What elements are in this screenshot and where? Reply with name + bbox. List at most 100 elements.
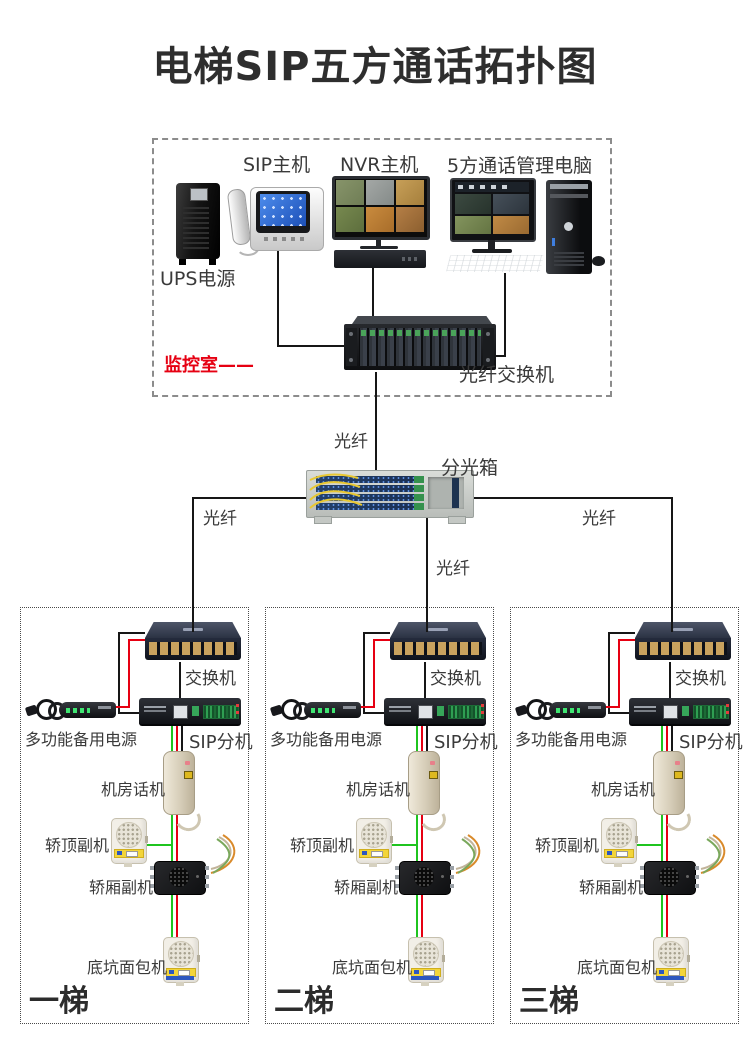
switch-label: 交换机: [185, 669, 236, 689]
power-line: [111, 706, 128, 708]
car-cabin-intercom-device: [395, 861, 459, 897]
speaker-grille: [361, 822, 387, 848]
signal-line: [416, 895, 418, 939]
machine-room-phone-device: [404, 751, 450, 834]
section-name: 三梯: [519, 984, 579, 1019]
nvr-label: NVR主机: [340, 154, 419, 176]
section-name: 二梯: [274, 984, 334, 1019]
pit-intercom-device: [408, 937, 446, 987]
car-top-speaker-device: [356, 818, 394, 868]
lan-line: [118, 632, 145, 634]
car-top-label: 轿顶副机: [290, 836, 355, 855]
lan-line: [424, 662, 426, 700]
fiber-line-left: [193, 497, 307, 499]
rj45-port: [663, 705, 678, 719]
car-cabin-label: 轿厢副机: [334, 878, 399, 897]
fiber-label-top: 光纤: [334, 432, 368, 452]
backup-power-label: 多功能备用电源: [270, 730, 383, 749]
pit-label: 底坑面包机: [87, 958, 168, 977]
ups-display: [190, 188, 208, 201]
monitoring-room-box: [152, 138, 612, 397]
lan-line: [179, 662, 181, 700]
speaker-grille: [168, 941, 194, 967]
lan-line: [363, 632, 365, 714]
nvr-line: [372, 256, 374, 332]
ethernet-switch-device: [635, 622, 731, 662]
machine-phone-label: 机房话机: [101, 780, 166, 799]
sip-extension-device: [384, 698, 486, 726]
mouse: [592, 256, 605, 266]
lan-line: [363, 712, 384, 714]
nvr-recorder: [334, 250, 426, 268]
fiber-switch-label: 光纤交换机: [459, 364, 555, 386]
management-pc-device: [445, 176, 606, 276]
lan-line: [608, 712, 629, 714]
switch-ports: [394, 642, 482, 655]
signal-line: [392, 844, 418, 846]
sip-extension-label: SIP分机: [679, 732, 743, 753]
cabin-wire-loop: [210, 834, 236, 874]
car-top-label: 轿顶副机: [535, 836, 600, 855]
speaker-grille: [413, 941, 439, 967]
sip-extension-device: [139, 698, 241, 726]
signal-line: [637, 844, 663, 846]
pit-label: 底坑面包机: [332, 958, 413, 977]
car-top-speaker-device: [601, 818, 639, 868]
elevator-section-1: 交换机 多功能备用电源 SIP分机 机房话机 轿顶副机 轿厢副机: [20, 607, 253, 1024]
fiber-drop-mid: [426, 514, 428, 632]
ethernet-switch-device: [390, 622, 486, 662]
power-line: [666, 895, 668, 939]
pc-line: [504, 273, 506, 357]
machine-room-phone-device: [649, 751, 695, 834]
lan-line: [118, 632, 120, 714]
power-line: [128, 639, 130, 708]
splitter-box-device: [306, 468, 474, 524]
sip-extension-label: SIP分机: [434, 732, 498, 753]
fiber-line-top: [375, 372, 377, 470]
car-cabin-label: 轿厢副机: [579, 878, 644, 897]
pit-intercom-device: [653, 937, 691, 987]
nvr-device: [332, 176, 430, 270]
fiber-switch-rack-device: [344, 316, 500, 374]
switch-label: 交换机: [430, 669, 481, 689]
speaker-grille: [658, 941, 684, 967]
lan-line: [426, 724, 428, 753]
power-line: [421, 895, 423, 939]
car-cabin-label: 轿厢副机: [89, 878, 154, 897]
rj45-port: [173, 705, 188, 719]
backup-power-label: 多功能备用电源: [515, 730, 628, 749]
pit-intercom-device: [163, 937, 201, 987]
speaker-grille: [414, 867, 434, 887]
machine-room-phone-device: [159, 751, 205, 834]
backup-power-device: [514, 694, 608, 724]
lan-line: [363, 632, 390, 634]
ups-vents: [183, 207, 209, 251]
sip-extension-label: SIP分机: [189, 732, 253, 753]
lan-line: [669, 662, 671, 700]
car-top-speaker-device: [111, 818, 149, 868]
power-line: [373, 639, 375, 708]
fiber-jumpers: [309, 473, 363, 509]
sip-extension-device: [629, 698, 731, 726]
ethernet-switch-device: [145, 622, 241, 662]
splitter-label: 分光箱: [441, 457, 499, 479]
signal-line: [171, 895, 173, 939]
lan-line: [118, 712, 139, 714]
backup-power-device: [24, 694, 118, 724]
power-line: [128, 639, 145, 641]
ups-label: UPS电源: [160, 268, 236, 290]
monitoring-room-label: 监控室——: [164, 355, 254, 376]
fiber-line-right: [472, 497, 673, 499]
speaker-grille: [169, 867, 189, 887]
rj45-port: [418, 705, 433, 719]
switch-ports: [149, 642, 237, 655]
machine-phone-label: 机房话机: [346, 780, 411, 799]
fiber-drop-left: [192, 497, 194, 632]
fiber-label-left: 光纤: [203, 509, 237, 529]
cabin-wire-loop: [455, 834, 481, 874]
cabin-wire-loop: [700, 834, 726, 874]
lan-line: [671, 724, 673, 753]
switch-ports: [639, 642, 727, 655]
power-line: [618, 639, 635, 641]
speaker-grille: [116, 822, 142, 848]
